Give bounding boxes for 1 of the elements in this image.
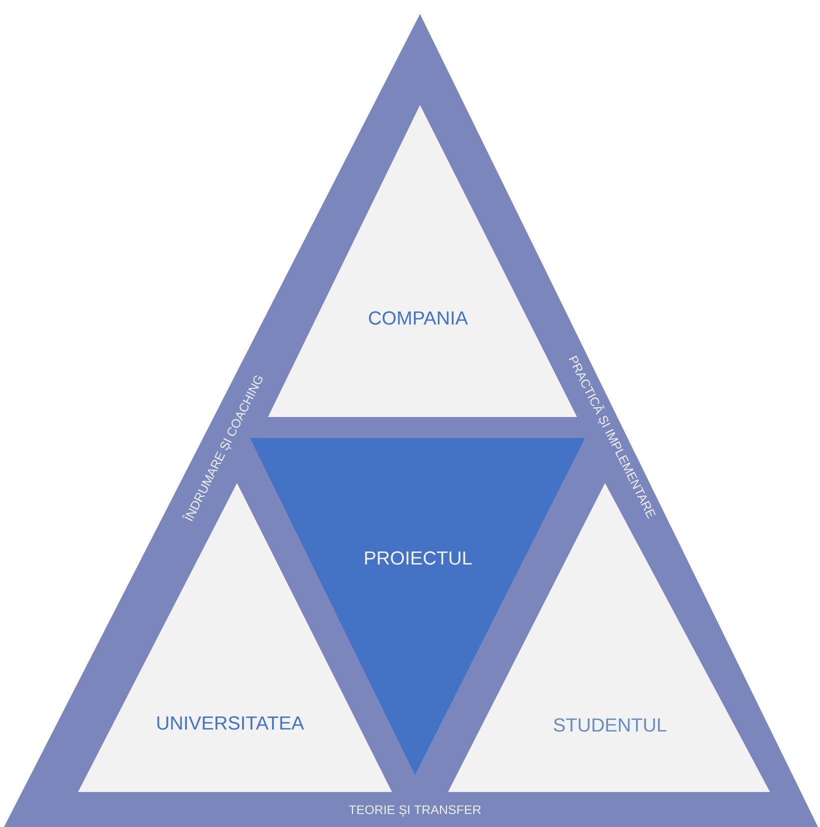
node-label: TEORIE ȘI TRANSFER	[348, 805, 481, 817]
